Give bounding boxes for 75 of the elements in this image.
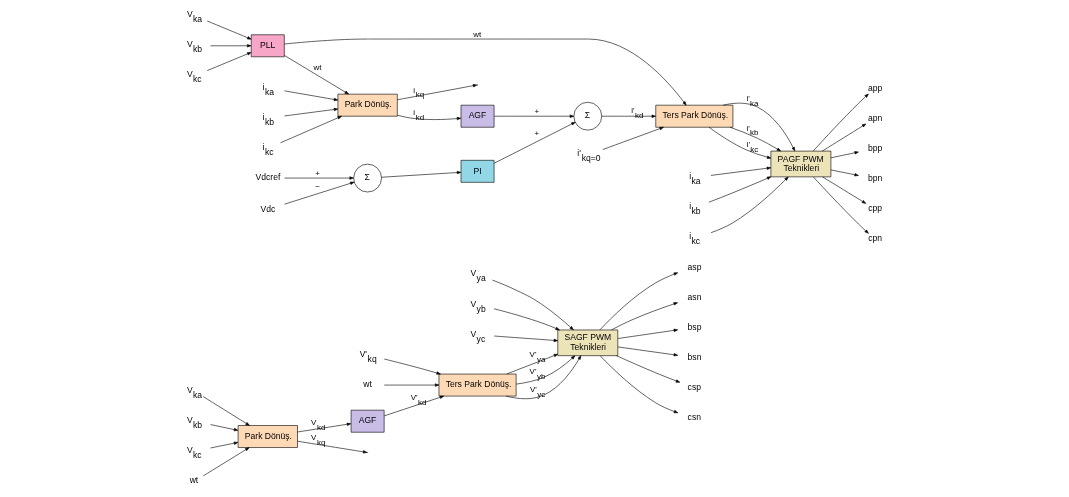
- node-box: Park Dönüş.: [237, 425, 298, 448]
- arrow: [381, 170, 462, 178]
- node-text: cpp: [868, 202, 883, 213]
- arrow: [708, 176, 772, 203]
- node-text: bpp: [867, 142, 883, 153]
- node-box: PLL: [250, 34, 285, 58]
- arrow: [505, 355, 582, 400]
- arrow: [210, 441, 239, 449]
- arrow: [383, 383, 440, 387]
- node-text: Vdcref: [255, 172, 281, 183]
- arrow: [601, 114, 656, 118]
- arrow: [493, 114, 575, 118]
- node-box: PAGF PWM Teknikleri: [770, 150, 832, 178]
- arrow: [397, 114, 462, 121]
- arrow: [599, 272, 679, 331]
- node-text: bsn: [687, 351, 702, 362]
- arrow: [202, 396, 250, 426]
- node-text: csp: [687, 381, 701, 392]
- node-text: Vdc: [260, 203, 276, 214]
- arrow: [722, 102, 796, 152]
- node-box: Park Dönüş.: [337, 93, 398, 117]
- arrow: [280, 115, 342, 144]
- arrow: [611, 302, 678, 331]
- arrow: [210, 424, 239, 432]
- node-text: bpn: [867, 172, 883, 183]
- arrow: [493, 335, 558, 342]
- arrow: [602, 127, 664, 150]
- node-text: bsp: [687, 321, 702, 332]
- node-text: apn: [867, 112, 883, 123]
- node-text: asn: [687, 291, 702, 302]
- node-box: PI: [460, 160, 495, 183]
- node-text: wt: [189, 475, 199, 486]
- arrow: [493, 308, 560, 331]
- arrow: [383, 395, 445, 417]
- node-box: Ters Park Dönüş.: [655, 104, 734, 128]
- arrow: [210, 44, 252, 48]
- node-text: cpn: [868, 232, 883, 243]
- arrow: [812, 176, 869, 234]
- arrow: [830, 169, 859, 177]
- arrow: [492, 279, 574, 331]
- arrow: [206, 52, 252, 71]
- node-circle: Σ: [353, 163, 382, 193]
- arrow: [284, 55, 349, 95]
- arrow: [616, 355, 681, 383]
- arrow: [812, 93, 869, 152]
- arrow: [822, 176, 867, 204]
- node-box: AGF: [460, 104, 495, 128]
- node-text: asp: [687, 261, 702, 272]
- arrow: [710, 166, 772, 176]
- arrow: [599, 355, 679, 414]
- arrow: [617, 328, 678, 339]
- arrow: [493, 121, 576, 164]
- arrow: [710, 176, 789, 233]
- arrow: [202, 447, 250, 477]
- node-box: SAGF PWM Teknikleri: [557, 329, 619, 356]
- arrow: [515, 355, 576, 385]
- node-text: app: [867, 82, 883, 93]
- arrow: [830, 151, 859, 159]
- arrow: [821, 123, 867, 152]
- node-text: csn: [687, 411, 701, 422]
- arrow: [729, 126, 781, 152]
- arrow: [284, 90, 339, 102]
- arrow: [708, 126, 772, 159]
- node-text: wt: [363, 379, 372, 390]
- arrow: [284, 176, 354, 180]
- arrow: [384, 358, 441, 375]
- arrow: [397, 84, 478, 101]
- arrow: [506, 353, 559, 375]
- arrow: [617, 346, 678, 357]
- arrow: [284, 181, 355, 205]
- arrow: [284, 107, 339, 117]
- node-box: AGF: [350, 409, 385, 433]
- arrow: [297, 422, 352, 433]
- arrow: [206, 20, 252, 40]
- arrow: [284, 38, 687, 106]
